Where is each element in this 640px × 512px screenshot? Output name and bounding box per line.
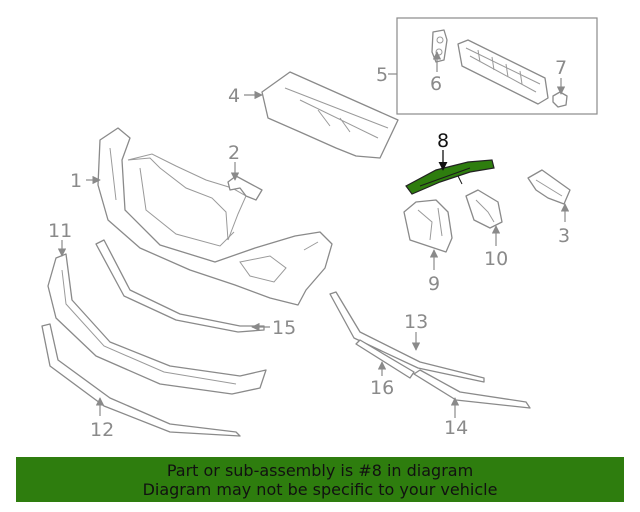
callout-14: 14 [444, 417, 468, 439]
inset-box [396, 17, 598, 115]
callout-5: 5 [376, 64, 388, 86]
callout-11: 11 [48, 220, 72, 242]
part-4-shield[interactable] [261, 71, 399, 159]
callout-labels: 1 2 3 4 5 6 7 8 9 10 11 12 13 14 15 16 [48, 57, 570, 441]
callout-2: 2 [228, 142, 240, 164]
part-7-clip[interactable] [552, 91, 568, 108]
part-13-strip[interactable] [329, 291, 485, 383]
banner-line-1: Part or sub-assembly is #8 in diagram [166, 461, 474, 480]
part-5-rail[interactable] [457, 39, 549, 105]
part-1-bumper-cover[interactable] [97, 127, 333, 306]
part-2-bracket[interactable] [227, 175, 263, 201]
callout-12: 12 [90, 419, 114, 441]
callout-8: 8 [437, 130, 449, 152]
part-3-bracket[interactable] [527, 169, 571, 205]
callout-7: 7 [555, 57, 567, 79]
callout-4: 4 [228, 85, 240, 107]
parts-diagram: 1 2 3 4 5 6 7 8 9 10 11 12 13 14 15 16 [41, 17, 598, 441]
callout-16: 16 [370, 377, 394, 399]
part-8-bracket-highlight[interactable] [405, 159, 495, 195]
diagram-notice-banner: Part or sub-assembly is #8 in diagram Di… [16, 457, 624, 502]
part-12-lower-strip[interactable] [41, 323, 241, 437]
part-6-bracket[interactable] [431, 29, 448, 63]
callout-15: 15 [272, 317, 296, 339]
callout-6: 6 [430, 73, 442, 95]
part-16-strip[interactable] [355, 339, 415, 379]
part-10-bracket[interactable] [465, 189, 503, 229]
leader-lines [57, 51, 570, 418]
callout-1: 1 [70, 170, 82, 192]
part-9-bracket[interactable] [403, 199, 453, 253]
callout-3: 3 [558, 225, 570, 247]
callout-10: 10 [484, 248, 508, 270]
callout-9: 9 [428, 273, 440, 295]
banner-line-2: Diagram may not be specific to your vehi… [142, 480, 498, 499]
part-15-strip[interactable] [95, 239, 265, 333]
callout-13: 13 [404, 311, 428, 333]
part-11-lower-lip[interactable] [47, 253, 267, 395]
